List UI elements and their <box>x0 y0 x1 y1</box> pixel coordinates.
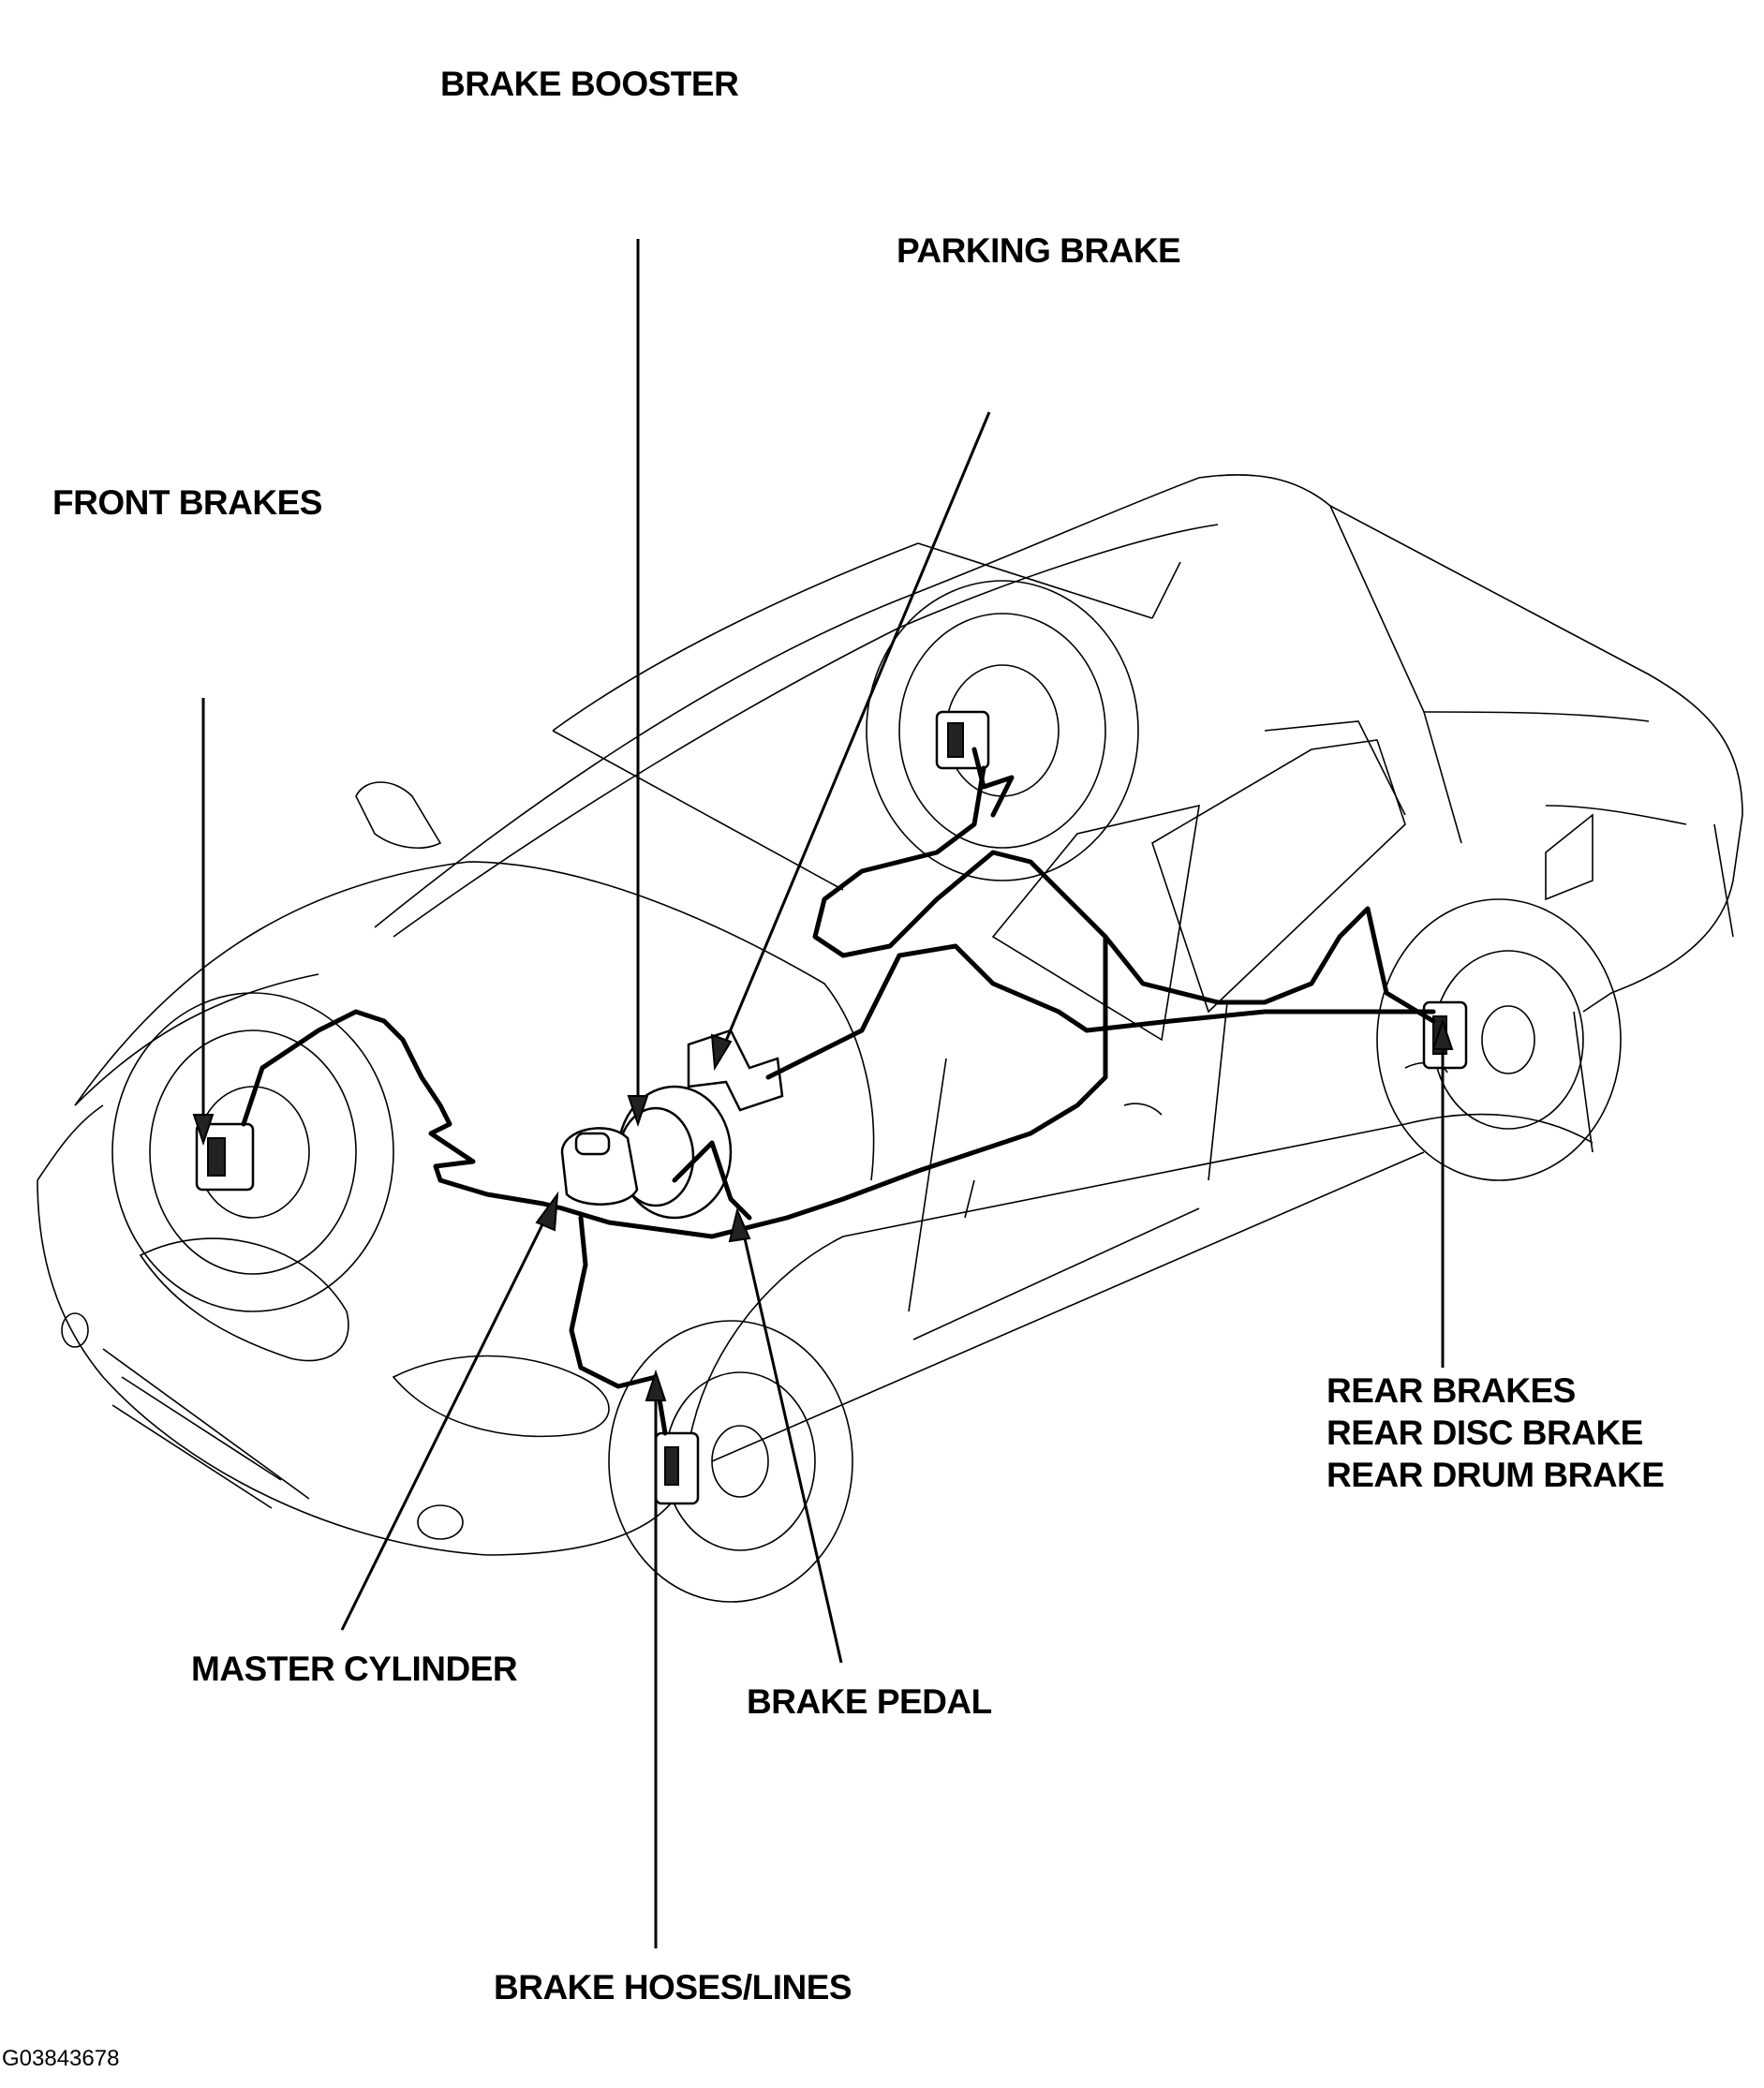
label-brake-booster: BRAKE BOOSTER <box>440 65 739 103</box>
label-master-cylinder: MASTER CYLINDER <box>191 1650 518 1688</box>
leader-brake-pedal <box>738 1217 843 1664</box>
leader-parking-brake <box>715 411 991 1064</box>
label-front-brakes: FRONT BRAKES <box>52 483 322 522</box>
front-right-caliper <box>935 710 990 770</box>
front-right-wheel <box>866 580 1139 881</box>
label-brake-hoses-lines: BRAKE HOSES/LINES <box>494 1968 852 2007</box>
leader-parking-brake-arrow <box>710 1033 733 1072</box>
car-body-outline <box>37 474 1743 1556</box>
leader-master-cylinder <box>340 1203 555 1631</box>
brake-lines <box>241 747 1436 1436</box>
leader-master-cylinder-arrow <box>535 1191 559 1232</box>
label-rear-drum-brake: REAR DRUM BRAKE <box>1327 1456 1665 1494</box>
leader-brake-booster-arrow <box>627 1095 649 1128</box>
parking-brake-lever <box>687 953 902 1112</box>
label-brake-pedal: BRAKE PEDAL <box>747 1682 992 1721</box>
figure-id: G03843678 <box>2 2046 120 2071</box>
leader-brake-pedal-arrow <box>728 1207 751 1243</box>
front-left-wheel <box>111 992 394 1312</box>
rear-left-wheel <box>608 1320 853 1603</box>
leader-rear-brakes-arrow <box>1431 1017 1454 1050</box>
rear-left-caliper <box>654 1431 700 1505</box>
label-rear-brakes: REAR BRAKES <box>1327 1371 1576 1410</box>
front-left-caliper <box>195 1122 255 1192</box>
leader-brake-hoses-lines-arrow <box>645 1369 667 1401</box>
label-parking-brake: PARKING BRAKE <box>897 231 1181 270</box>
leader-lines <box>192 239 1454 1948</box>
label-rear-disc-brake: REAR DISC BRAKE <box>1327 1414 1643 1452</box>
leader-front-brakes-arrow <box>192 1114 215 1147</box>
master-cylinder-unit <box>560 1127 639 1206</box>
